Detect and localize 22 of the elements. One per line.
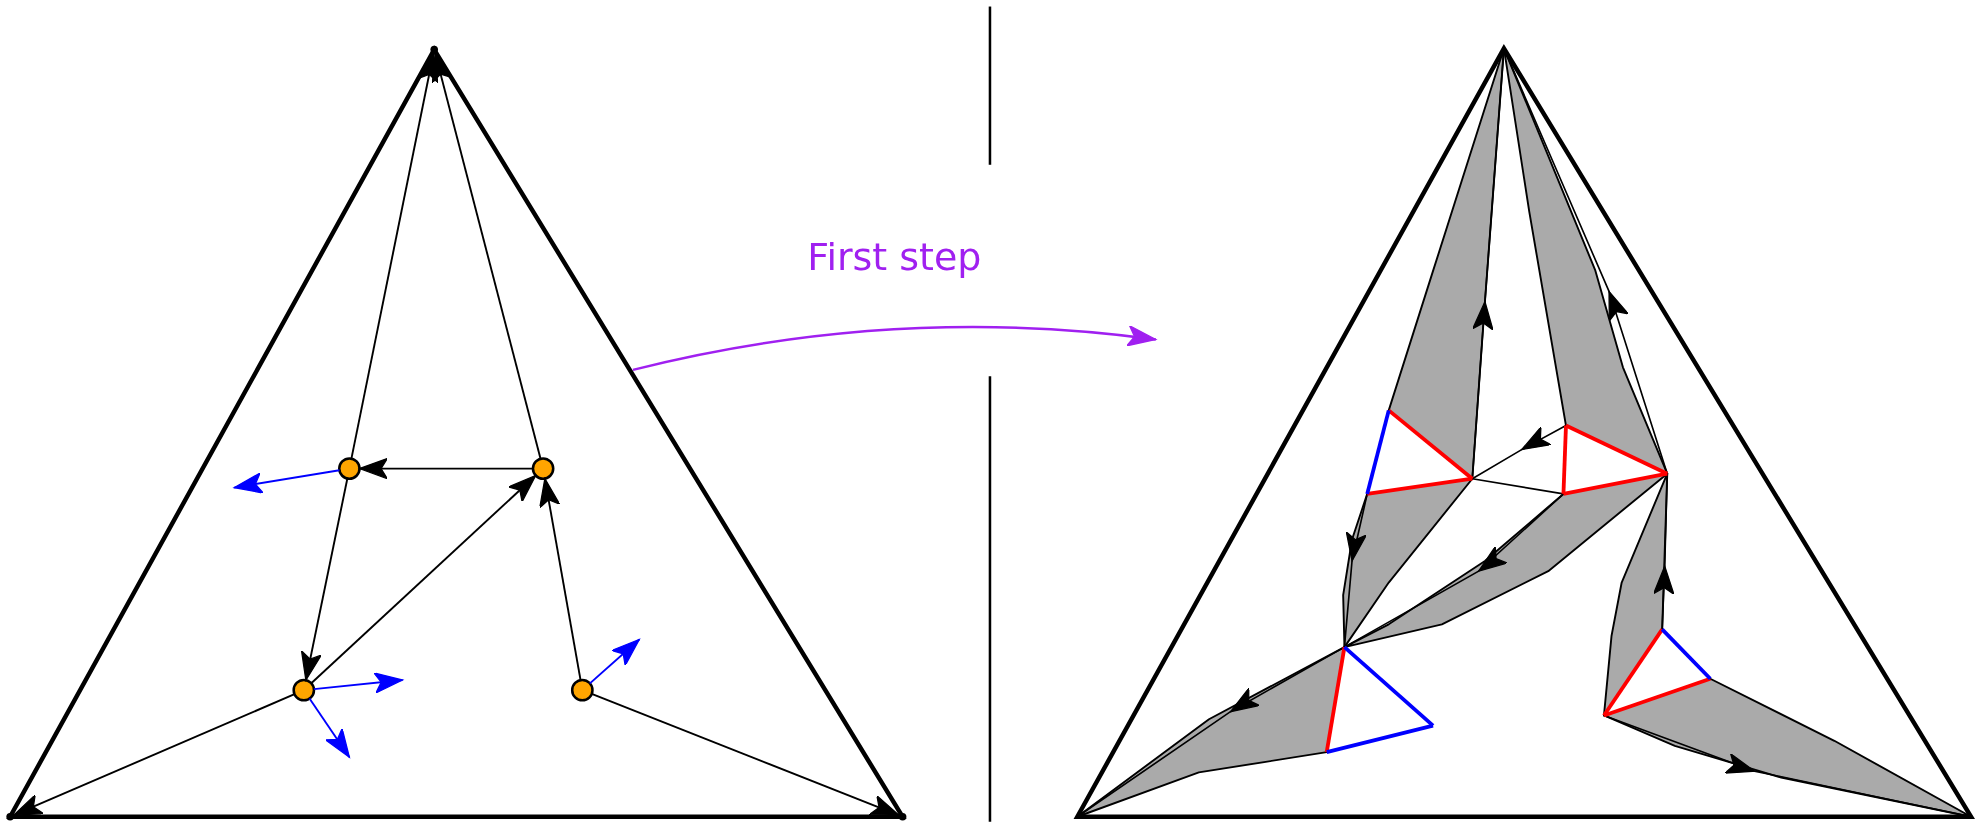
arrow [590,692,901,817]
arrow [358,457,534,480]
arrow [588,638,641,685]
arrow [12,693,296,817]
vertex-dot [430,45,438,54]
arrow [632,325,1157,372]
arrow [233,469,341,494]
vertex-circle [570,678,594,702]
arrow [300,477,349,682]
vertex-circle [531,457,555,480]
shaded-triangle-drawing [1073,43,1975,819]
vertex-dot [898,812,907,821]
arrow [308,697,351,759]
arrow [350,52,439,460]
arrow [539,477,582,682]
vertex-circle [292,678,316,702]
arrow [431,52,542,460]
arrow [310,474,537,685]
arrow [312,672,404,694]
vertex-dot [6,812,14,821]
vertex-circle [338,457,361,480]
edge-label: First step [807,234,982,279]
